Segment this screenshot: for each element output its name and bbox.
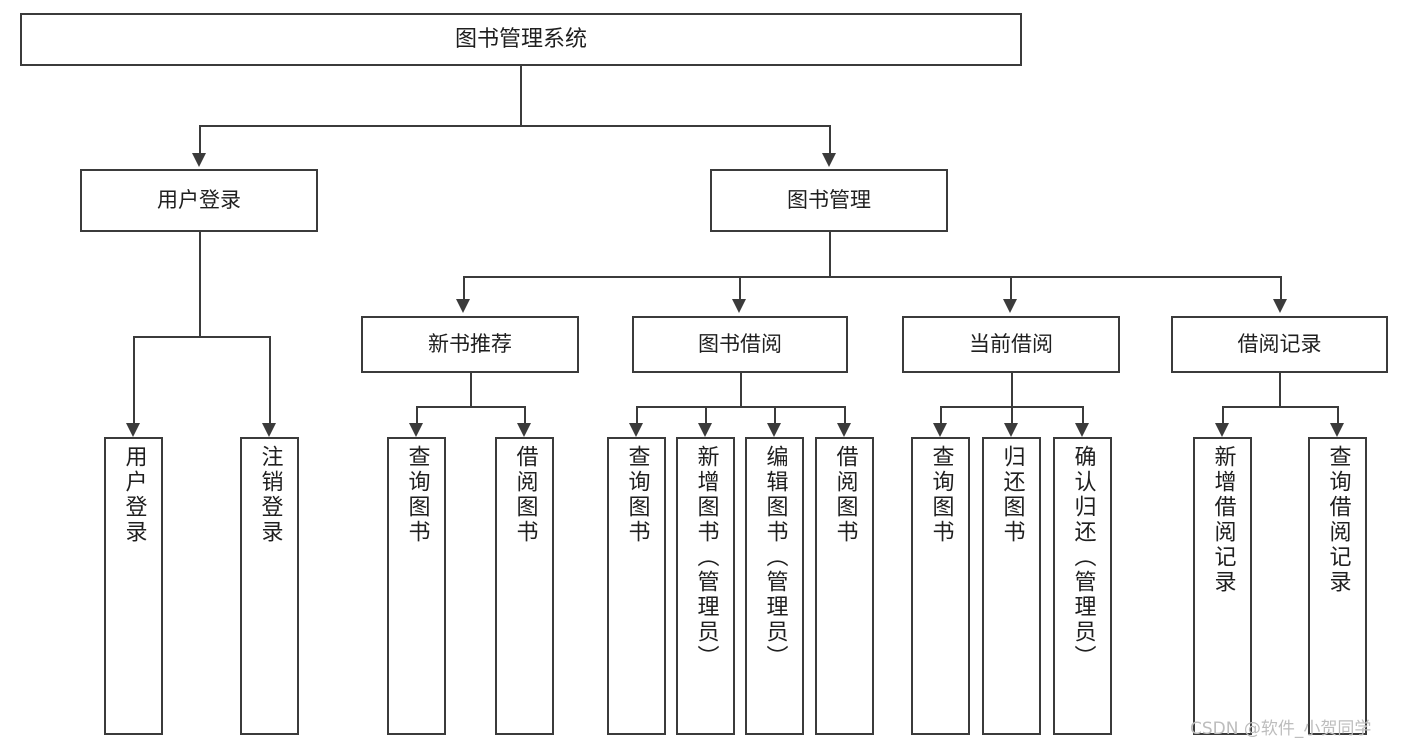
connector-current-borrow-to-leaf-2	[1011, 406, 1013, 423]
node-label: 注销登录	[257, 445, 283, 545]
node-user-login[interactable]: 用户登录	[80, 169, 318, 232]
arrowhead-user-login-leaf-2	[262, 423, 276, 437]
node-label: 查询图书	[404, 445, 430, 545]
arrowhead-borrow-records-leaf-2	[1330, 423, 1344, 437]
node-label: 借阅图书	[512, 445, 538, 545]
node-label: 新书推荐	[428, 332, 512, 357]
node-label: 借阅图书	[832, 445, 858, 545]
arrowhead-new-book-leaf-1	[409, 423, 423, 437]
leaf-current-borrow-query[interactable]: 查询图书	[911, 437, 970, 735]
connector-book-mgmt-to-child-1	[463, 276, 465, 301]
node-root-system[interactable]: 图书管理系统	[20, 13, 1022, 66]
connector-new-book-to-leaf-2	[524, 406, 526, 423]
connector-user-login-stem	[199, 232, 201, 336]
connector-book-borrow-to-leaf-2	[705, 406, 707, 423]
leaf-current-borrow-confirm-return[interactable]: 确认归还（管理员）	[1053, 437, 1112, 735]
node-label: 编辑图书（管理员）	[762, 445, 788, 670]
connector-book-borrow-to-leaf-4	[844, 406, 846, 423]
leaf-book-borrow-query[interactable]: 查询图书	[607, 437, 666, 735]
leaf-borrow-records-query[interactable]: 查询借阅记录	[1308, 437, 1367, 735]
connector-book-borrow-bar	[636, 406, 844, 408]
arrowhead-borrow-records	[1273, 299, 1287, 313]
node-label: 借阅记录	[1237, 332, 1322, 357]
node-label: 用户登录	[157, 188, 241, 213]
arrowhead-book-borrow	[732, 299, 746, 313]
node-label: 图书管理系统	[454, 26, 587, 52]
arrowhead-new-book-leaf-2	[517, 423, 531, 437]
connector-root-stem	[520, 66, 522, 125]
node-label: 当前借阅	[969, 332, 1053, 357]
arrowhead-current-borrow-leaf-2	[1004, 423, 1018, 437]
node-new-book-recommend[interactable]: 新书推荐	[361, 316, 579, 373]
leaf-book-borrow-edit[interactable]: 编辑图书（管理员）	[745, 437, 804, 735]
node-label: 查询图书	[928, 445, 954, 545]
arrowhead-new-book-recommend	[456, 299, 470, 313]
leaf-new-book-borrow[interactable]: 借阅图书	[495, 437, 554, 735]
connector-book-borrow-stem	[740, 373, 742, 406]
arrowhead-user-login	[192, 153, 206, 167]
connector-borrow-records-to-leaf-2	[1337, 406, 1339, 423]
connector-book-mgmt-stem	[829, 232, 831, 276]
arrowhead-book-borrow-leaf-3	[767, 423, 781, 437]
node-label: 新增图书（管理员）	[693, 445, 719, 670]
arrowhead-current-borrow	[1003, 299, 1017, 313]
node-book-borrow[interactable]: 图书借阅	[632, 316, 848, 373]
arrowhead-current-borrow-leaf-3	[1075, 423, 1089, 437]
connector-root-to-user-login	[199, 125, 201, 153]
leaf-current-borrow-return[interactable]: 归还图书	[982, 437, 1041, 735]
leaf-book-borrow-borrow[interactable]: 借阅图书	[815, 437, 874, 735]
connector-book-mgmt-to-child-3	[1010, 276, 1012, 301]
leaf-user-login-login[interactable]: 用户登录	[104, 437, 163, 735]
node-label: 确认归还（管理员）	[1070, 445, 1096, 670]
connector-root-bar	[199, 125, 829, 127]
arrowhead-book-borrow-leaf-1	[629, 423, 643, 437]
arrowhead-current-borrow-leaf-1	[933, 423, 947, 437]
connector-current-borrow-to-leaf-3	[1082, 406, 1084, 423]
arrowhead-book-borrow-leaf-2	[698, 423, 712, 437]
connector-borrow-records-stem	[1279, 373, 1281, 406]
connector-user-login-to-leaf-1	[133, 336, 135, 423]
connector-new-book-stem	[470, 373, 472, 406]
connector-borrow-records-to-leaf-1	[1222, 406, 1224, 423]
connector-new-book-bar	[416, 406, 524, 408]
arrowhead-book-mgmt	[822, 153, 836, 167]
node-label: 用户登录	[121, 445, 147, 545]
connector-book-mgmt-bar	[463, 276, 1280, 278]
node-label: 图书借阅	[698, 332, 782, 357]
arrowhead-book-borrow-leaf-4	[837, 423, 851, 437]
connector-book-borrow-to-leaf-1	[636, 406, 638, 423]
connector-book-mgmt-to-child-2	[739, 276, 741, 301]
connector-root-to-book-mgmt	[829, 125, 831, 153]
watermark-text: CSDN @软件_小贺同学	[1190, 719, 1372, 739]
connector-new-book-to-leaf-1	[416, 406, 418, 423]
leaf-new-book-query[interactable]: 查询图书	[387, 437, 446, 735]
node-label: 新增借阅记录	[1210, 445, 1236, 595]
node-label: 图书管理	[787, 188, 871, 213]
connector-user-login-to-leaf-2	[269, 336, 271, 423]
node-current-borrow[interactable]: 当前借阅	[902, 316, 1120, 373]
leaf-borrow-records-add[interactable]: 新增借阅记录	[1193, 437, 1252, 735]
connector-user-login-bar	[133, 336, 269, 338]
node-label: 归还图书	[999, 445, 1025, 545]
node-book-management[interactable]: 图书管理	[710, 169, 948, 232]
leaf-user-login-logout[interactable]: 注销登录	[240, 437, 299, 735]
connector-current-borrow-stem	[1011, 373, 1013, 406]
connector-book-borrow-to-leaf-3	[774, 406, 776, 423]
leaf-book-borrow-add[interactable]: 新增图书（管理员）	[676, 437, 735, 735]
arrowhead-user-login-leaf-1	[126, 423, 140, 437]
node-borrow-records[interactable]: 借阅记录	[1171, 316, 1388, 373]
connector-current-borrow-to-leaf-1	[940, 406, 942, 423]
node-label: 查询借阅记录	[1325, 445, 1351, 595]
connector-borrow-records-bar	[1222, 406, 1337, 408]
node-label: 查询图书	[624, 445, 650, 545]
arrowhead-borrow-records-leaf-1	[1215, 423, 1229, 437]
connector-book-mgmt-to-child-4	[1280, 276, 1282, 301]
